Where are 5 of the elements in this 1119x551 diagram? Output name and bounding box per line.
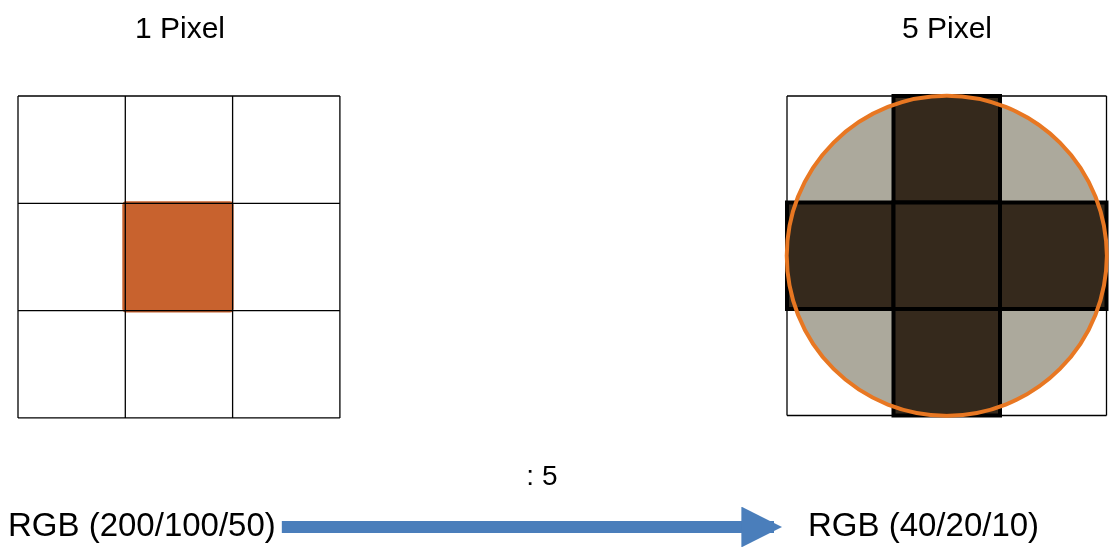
heading-text: 1 Pixel — [135, 10, 225, 46]
arrow — [281, 506, 783, 548]
heading-text: 5 Pixel — [902, 10, 992, 46]
value-text: RGB (200/100/50) — [4, 505, 280, 545]
value-text: RGB (40/20/10) — [804, 505, 1044, 545]
